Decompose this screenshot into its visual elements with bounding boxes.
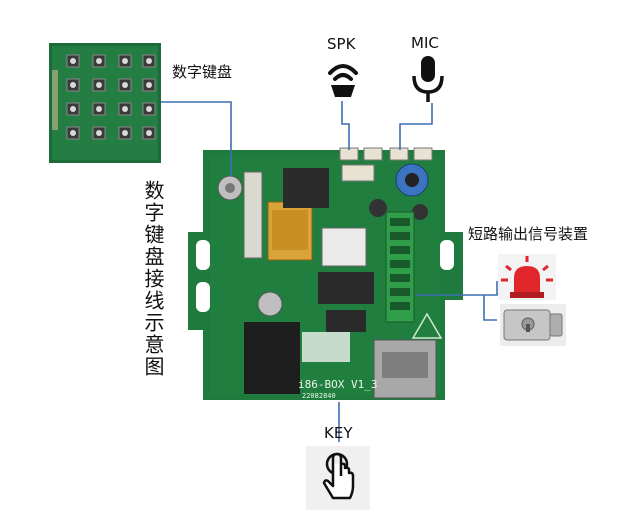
connection-lines: [161, 101, 498, 442]
main-pcb: [188, 147, 463, 400]
board-silkscreen: i86-BOX V1_3: [298, 378, 378, 391]
key-label: KEY: [324, 424, 353, 442]
short-circuit-output-label: 短路输出信号装置: [468, 225, 589, 243]
board-part-marking: 22082840: [302, 392, 336, 400]
speaker-icon: [328, 64, 358, 97]
microphone-icon: [412, 56, 444, 102]
spk-label: SPK: [327, 35, 356, 53]
touch-hand-icon: [306, 446, 370, 510]
vertical-diagram-title: 数字键盘接线示意图: [141, 180, 165, 378]
electric-lock-icon: [500, 304, 566, 346]
alarm-light-icon: [498, 254, 556, 300]
mic-label: MIC: [411, 34, 439, 52]
keypad-label: 数字键盘: [172, 63, 233, 81]
keypad-module: [49, 43, 161, 163]
